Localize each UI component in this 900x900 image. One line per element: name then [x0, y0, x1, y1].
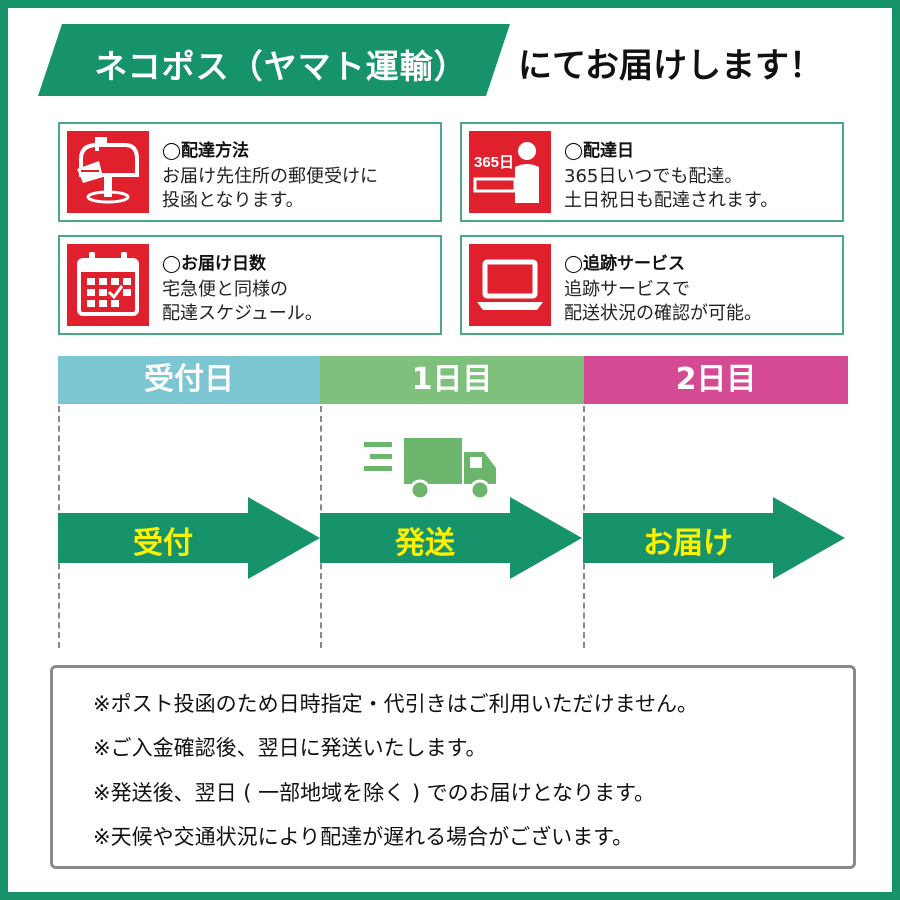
banner-tail-text: にてお届けします！ [518, 46, 823, 86]
card-title: ◯お届け日数 [162, 254, 267, 274]
note-line: ※ポスト投函のため日時指定・代引きはご利用いただけません。 [93, 692, 698, 716]
card-line: 配達スケジュール。 [162, 303, 323, 324]
calendar-icon [67, 244, 149, 326]
delivery-truck-icon [360, 432, 500, 504]
card-line: お届け先住所の郵便受けに [162, 166, 378, 187]
notes-box: ※ポスト投函のため日時指定・代引きはご利用いただけません。 ※ご入金確認後、翌日… [50, 665, 856, 869]
card-line: 投函となります。 [162, 190, 304, 211]
note-line: ※ご入金確認後、翌日に発送いたします。 [93, 736, 487, 760]
step-arrow-delivery: お届け [583, 497, 845, 579]
card-line: 365日いつでも配達。 [564, 166, 743, 187]
note-line: ※天候や交通状況により配達が遅れる場合がございます。 [93, 825, 634, 849]
step-label: 受付 [133, 526, 193, 561]
icon-365-text: 365日 [474, 154, 514, 171]
note-line: ※発送後、翌日 ( 一部地域を除く ) でのお届けとなります。 [93, 781, 655, 805]
info-card-delivery-day: 365日 ◯配達日 365日いつでも配達。 土日祝日も配達されます。 [460, 122, 844, 222]
banner-background [38, 24, 510, 96]
card-title: ◯配達日 [564, 141, 635, 161]
timeline-header-reception-day: 受付日 [58, 356, 320, 404]
info-card-delivery-days: ◯お届け日数 宅急便と同様の 配達スケジュール。 [58, 235, 442, 335]
info-card-delivery-method: ◯配達方法 お届け先住所の郵便受けに 投函となります。 [58, 122, 442, 222]
card-line: 宅急便と同様の [162, 279, 288, 300]
card-title: ◯配達方法 [162, 141, 250, 161]
card-line: 土日祝日も配達されます。 [564, 190, 779, 211]
info-card-tracking: ◯追跡サービス 追跡サービスで 配送状況の確認が可能。 [460, 235, 844, 335]
timeline-header-day-1: 1日目 [320, 356, 584, 404]
title-banner: ネコポス（ヤマト運輸） [38, 24, 510, 96]
card-line: 配送状況の確認が可能。 [564, 303, 762, 324]
step-label: お届け [643, 526, 733, 561]
step-arrow-shipping: 発送 [320, 497, 582, 579]
timeline-header-day-2: 2日目 [584, 356, 848, 404]
delivery-person-365-icon: 365日 [469, 131, 551, 213]
step-label: 発送 [395, 526, 455, 561]
card-line: 追跡サービスで [564, 279, 690, 300]
mailbox-icon [67, 131, 149, 213]
card-title: ◯追跡サービス [564, 254, 686, 274]
step-arrow-reception: 受付 [58, 497, 320, 579]
banner-highlight-text: ネコポス（ヤマト運輸） [94, 47, 468, 86]
laptop-icon [469, 244, 551, 326]
